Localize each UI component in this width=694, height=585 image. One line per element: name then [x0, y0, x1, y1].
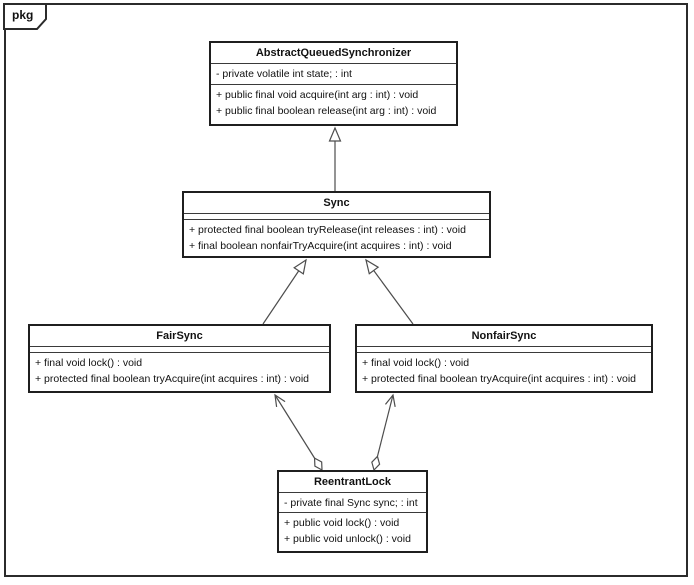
class-method: + final void lock() : void [35, 357, 143, 369]
class-box-sync[interactable]: Sync + protected final boolean tryReleas… [182, 191, 491, 258]
class-attribute: - private final Sync sync; : int [284, 497, 418, 509]
aggregation-reentrantlock-to-fairsync[interactable] [275, 395, 322, 470]
generalization-fairsync-to-sync[interactable] [262, 258, 307, 325]
class-method: + public final void acquire(int arg : in… [216, 89, 419, 101]
class-method: + protected final boolean tryAcquire(int… [35, 373, 310, 385]
methods-compartment: + protected final boolean tryRelease(int… [184, 219, 489, 254]
attributes-compartment: - private final Sync sync; : int [279, 492, 426, 512]
class-name: FairSync [156, 330, 203, 342]
class-box-abstractqueuedsynchronizer[interactable]: AbstractQueuedSynchronizer - private vol… [209, 41, 458, 126]
class-method: + public void lock() : void [284, 517, 400, 529]
class-method: + protected final boolean tryRelease(int… [189, 224, 466, 236]
package-tab-label: pkg [12, 8, 34, 22]
package-tab [3, 3, 47, 30]
methods-compartment: + public void lock() : void + public voi… [279, 512, 426, 547]
class-attribute: - private volatile int state; : int [216, 68, 352, 80]
generalization-nonfairsync-to-sync[interactable] [365, 258, 414, 325]
class-name: AbstractQueuedSynchronizer [255, 47, 412, 59]
class-name: NonfairSync [471, 330, 537, 342]
attributes-compartment: - private volatile int state; : int [211, 63, 456, 84]
aggregation-reentrantlock-to-nonfairsync[interactable] [374, 395, 393, 470]
attributes-compartment [30, 346, 329, 352]
class-box-nonfairsync[interactable]: NonfairSync + final void lock() : void +… [355, 324, 653, 393]
class-method: + public void unlock() : void [284, 533, 411, 545]
class-method: + final boolean nonfairTryAcquire(int ac… [189, 240, 452, 252]
methods-compartment: + public final void acquire(int arg : in… [211, 84, 456, 119]
class-method: + final void lock() : void [362, 357, 470, 369]
methods-compartment: + final void lock() : void + protected f… [30, 352, 329, 387]
class-method: + public final boolean release(int arg :… [216, 105, 437, 117]
class-box-reentrantlock[interactable]: ReentrantLock - private final Sync sync;… [277, 470, 428, 553]
class-name: ReentrantLock [313, 476, 392, 488]
class-name: Sync [323, 197, 350, 209]
attributes-compartment [184, 213, 489, 219]
attributes-compartment [357, 346, 651, 352]
class-method: + protected final boolean tryAcquire(int… [362, 373, 637, 385]
class-box-fairsync[interactable]: FairSync + final void lock() : void + pr… [28, 324, 331, 393]
methods-compartment: + final void lock() : void + protected f… [357, 352, 651, 387]
